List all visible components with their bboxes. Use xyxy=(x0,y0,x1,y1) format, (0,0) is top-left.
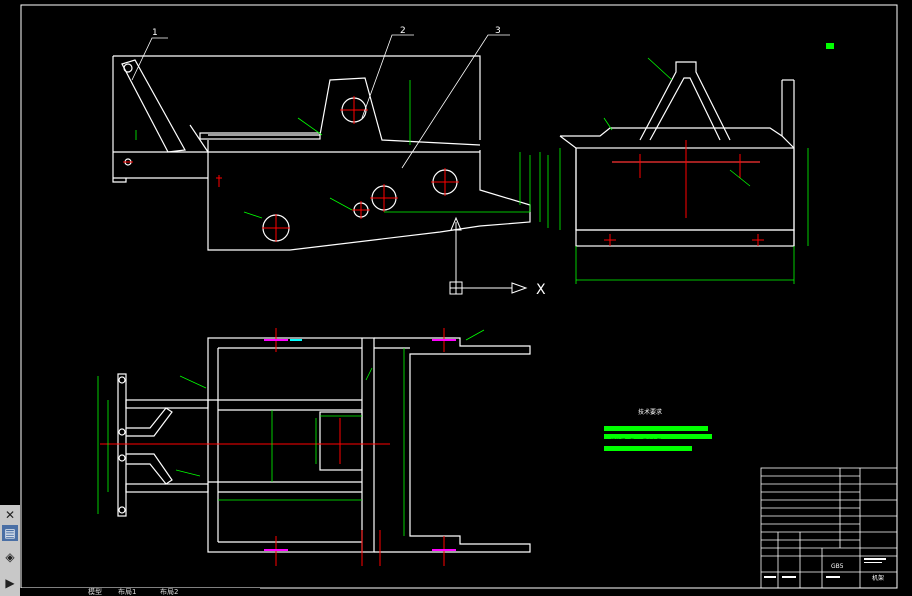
properties-icon[interactable]: ▤ xyxy=(2,525,18,541)
leader-label-3: 3 xyxy=(495,26,501,36)
tech-requirements-bars xyxy=(604,426,712,451)
tech-requirements-title: 技术要求 xyxy=(638,409,663,416)
layers-icon[interactable]: ◈ xyxy=(5,550,15,564)
front-view-centerlines xyxy=(123,96,459,242)
tab-layout2[interactable]: 布局2 xyxy=(160,588,179,596)
front-view xyxy=(112,55,531,251)
side-view xyxy=(559,61,795,247)
leader-label-1: 1 xyxy=(152,28,158,38)
title-block-name: 机架 xyxy=(872,574,884,582)
title-block-part-no: GB5 xyxy=(831,563,844,570)
ucs-x-label: X xyxy=(536,282,546,298)
leader-label-2: 2 xyxy=(400,26,406,36)
title-block xyxy=(760,467,898,589)
close-icon[interactable]: ✕ xyxy=(4,508,16,522)
tab-model[interactable]: 模型 xyxy=(88,588,102,596)
ucs-axis-icon xyxy=(449,216,528,295)
tech-requirements-line-2: 2. 焊缝须平整,不得有气孔. xyxy=(604,439,664,445)
layout-tab-bar xyxy=(20,588,260,596)
side-view-dimensions xyxy=(559,57,809,284)
tool-palette: ✕ ▤ ◈ ▶ xyxy=(0,505,21,596)
leader-lines xyxy=(131,34,510,169)
tech-requirements-line-1: 1. 焊接后须去除焊渣和飞溅物. xyxy=(604,419,672,425)
front-view-dimensions xyxy=(135,80,549,228)
top-view-dimensions xyxy=(97,329,485,536)
tab-layout1[interactable]: 布局1 xyxy=(118,588,137,596)
title-block-fills xyxy=(764,558,886,578)
top-view xyxy=(117,337,531,553)
side-view-centerlines xyxy=(604,140,764,246)
play-icon[interactable]: ▶ xyxy=(5,576,15,590)
top-view-hidden xyxy=(264,339,456,551)
drawing-frame xyxy=(20,4,898,589)
section-marker xyxy=(826,43,834,49)
